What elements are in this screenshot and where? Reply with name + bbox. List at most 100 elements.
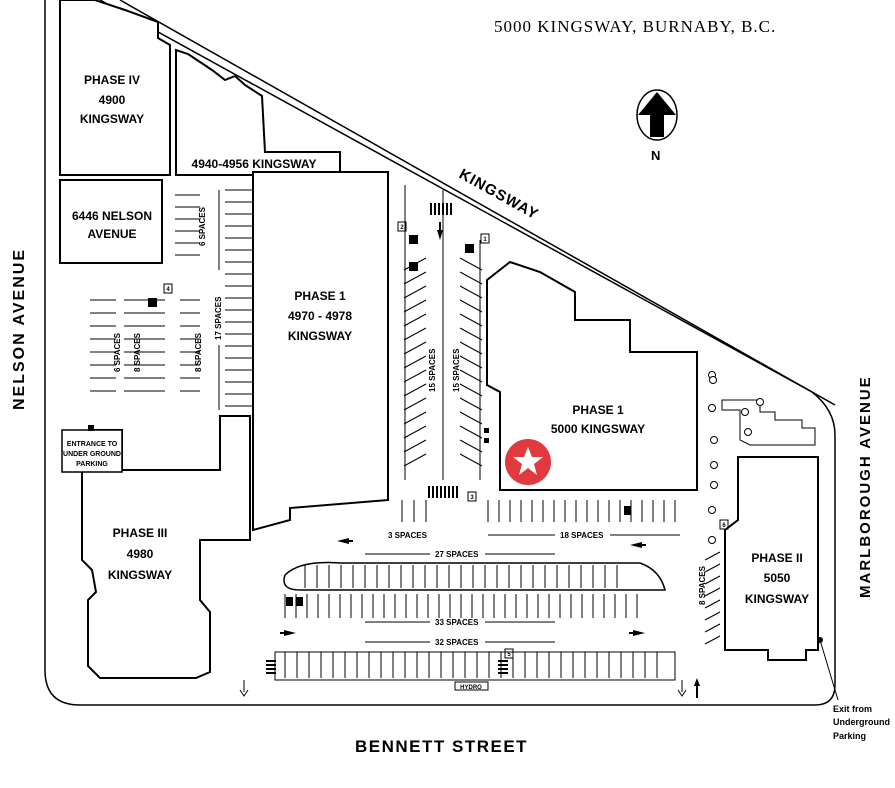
traffic-arrows [280, 222, 700, 698]
stall-line [704, 599, 721, 609]
crosswalk-stripe [432, 486, 434, 498]
stall-line [459, 341, 483, 355]
bottom-island [274, 651, 676, 681]
phase-iii-line3: KINGSWAY [108, 568, 172, 582]
tree-icon [710, 436, 718, 444]
crosswalk-stripe [498, 664, 508, 666]
stall-line [459, 453, 483, 467]
phase-iv-line3: KINGSWAY [80, 112, 144, 126]
stall-line [403, 369, 427, 383]
phase-iii-line1: PHASE III [113, 526, 168, 540]
phase1-4970-line1: PHASE 1 [294, 289, 346, 303]
building-4940-label: 4940-4956 KINGSWAY [192, 157, 317, 171]
crosswalk-stripe [456, 486, 458, 498]
entrance-line3: PARKING [76, 461, 108, 468]
exit-leader [819, 639, 839, 701]
crosswalk-stripe [434, 203, 436, 215]
arrow-down-icon [437, 222, 443, 240]
svg-text:2: 2 [400, 225, 404, 231]
crosswalk-stripe [266, 672, 276, 674]
exit-line1: Exit from [833, 704, 872, 714]
kingsway-road-edge [119, 0, 836, 406]
site-fixtures [88, 235, 631, 606]
entrance-line2: UNDER GROUND [63, 451, 121, 458]
crosswalks [266, 203, 508, 674]
crosswalk-stripe [430, 203, 432, 215]
parking-stalls [90, 185, 721, 678]
parking-27-spaces: 27 SPACES [435, 550, 479, 559]
parking-3-spaces: 3 SPACES [388, 531, 428, 540]
phase-ii-line3: KINGSWAY [745, 592, 809, 606]
stall-line [459, 327, 483, 341]
stall-line [459, 313, 483, 327]
tree-icon [710, 461, 718, 469]
stall-line [459, 411, 483, 425]
crosswalk-stripe [266, 664, 276, 666]
arrow-down-outline-icon-2 [677, 680, 687, 697]
north-arrow-icon [636, 89, 678, 141]
crosswalk-stripe [450, 203, 452, 215]
phase-iii-line2: 4980 [127, 547, 154, 561]
parking-island-middle [283, 561, 666, 591]
stall-line [704, 563, 721, 573]
phase1-5000-line1: PHASE 1 [572, 403, 624, 417]
site-boundary [44, 0, 836, 706]
stall-line [704, 551, 721, 561]
svg-text:4: 4 [166, 287, 170, 293]
parking-15-spaces-a: 15 SPACES [428, 348, 437, 392]
stall-line [403, 271, 427, 285]
crosswalk-stripe [448, 486, 450, 498]
phase-ii-line2: 5050 [764, 571, 791, 585]
stall-line [403, 425, 427, 439]
arrow-down-outline-icon [239, 680, 249, 697]
stall-line [704, 575, 721, 585]
street-bennett: BENNETT STREET [355, 737, 528, 756]
tree-icon [756, 398, 764, 406]
stall-line [459, 425, 483, 439]
stall-line [403, 397, 427, 411]
svg-text:1: 1 [483, 237, 487, 243]
crosswalk-stripe [446, 203, 448, 215]
street-nelson: NELSON AVENUE [11, 248, 28, 410]
outline-arrows [239, 680, 687, 697]
dimension-lines [218, 190, 680, 643]
entrance-line1: ENTRANCE TO [67, 441, 118, 448]
tree-icon [710, 481, 718, 489]
stall-line [403, 299, 427, 313]
tree-icon [708, 536, 716, 544]
stall-line [459, 355, 483, 369]
phase1-4970-line2: 4970 - 4978 [288, 309, 352, 323]
stall-line [403, 341, 427, 355]
marker-1: 1 [480, 233, 490, 244]
stall-line [459, 271, 483, 285]
stall-line [403, 355, 427, 369]
svg-text:6: 6 [722, 523, 726, 529]
phase-iv-line2: 4900 [99, 93, 126, 107]
stall-line [459, 369, 483, 383]
crosswalk-stripe [452, 486, 454, 498]
tree-icon [709, 376, 717, 384]
phase-iv-line1: PHASE IV [84, 73, 140, 87]
stall-line [403, 411, 427, 425]
building-phase1-4970 [252, 171, 389, 532]
crosswalk-stripe [440, 486, 442, 498]
nelson-6446-line2: AVENUE [87, 227, 136, 241]
star-location-icon[interactable] [505, 439, 551, 485]
trees [708, 371, 764, 544]
page-title: 5000 KINGSWAY, BURNABY, B.C. [494, 17, 776, 36]
parking-33-spaces: 33 SPACES [435, 618, 479, 627]
marker-2: 2 [397, 221, 407, 232]
phase1-5000-line2: 5000 KINGSWAY [551, 422, 645, 436]
stall-line [459, 257, 483, 271]
parking-18-spaces: 18 SPACES [560, 531, 604, 540]
stall-line [459, 439, 483, 453]
stall-line [459, 383, 483, 397]
tree-icon [708, 506, 716, 514]
marker-6: 6 [719, 519, 729, 530]
tree-icon [741, 408, 749, 416]
crosswalk-stripe [266, 668, 276, 670]
crosswalk-stripe [442, 203, 444, 215]
parking-32-spaces: 32 SPACES [435, 638, 479, 647]
stall-line [459, 299, 483, 313]
stall-line [403, 285, 427, 299]
